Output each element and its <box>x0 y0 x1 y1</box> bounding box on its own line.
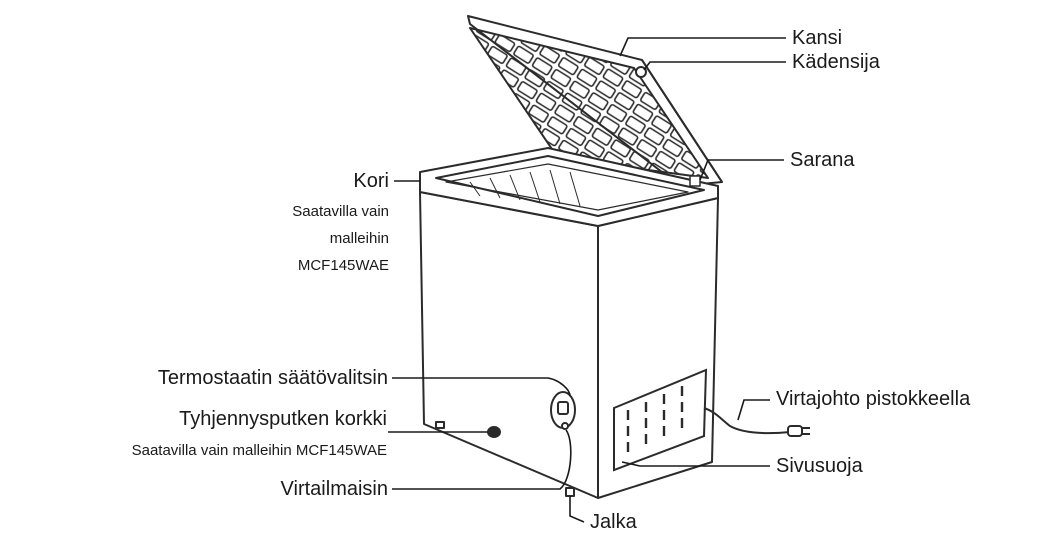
leader-foot <box>569 496 585 523</box>
leader-power-light <box>392 429 572 490</box>
lid-edge <box>641 59 723 183</box>
side-guard <box>613 368 708 472</box>
label-drain-cap: Tyhjennysputken korkki <box>179 408 387 430</box>
label-lid: Kansi <box>792 27 843 49</box>
label-power-cord: Virtajohto pistokkeella <box>776 388 971 410</box>
leader-cord <box>737 399 770 421</box>
label-power-light: Virtailmaisin <box>280 478 388 500</box>
label-drain-note: Saatavilla vain malleihin MCF145WAE <box>131 442 387 459</box>
cabinet-opening <box>435 155 705 217</box>
drain-cap <box>487 426 501 438</box>
label-thermostat: Termostaatin säätövalitsin <box>157 367 388 389</box>
label-basket-note-2: malleihin <box>329 230 389 247</box>
lid <box>467 15 723 187</box>
leader-lid <box>619 37 786 57</box>
label-basket: Kori <box>353 170 389 192</box>
leader-side-guard <box>621 461 770 467</box>
leader-lines <box>388 37 786 523</box>
controls <box>487 391 576 438</box>
label-side-guard: Sivusuoja <box>776 455 863 477</box>
power-cord <box>703 407 810 437</box>
lid-panel <box>469 27 709 179</box>
power-light <box>561 422 569 430</box>
label-basket-note-1: Saatavilla vain <box>292 203 389 220</box>
leader-handle <box>643 61 786 71</box>
label-basket-note-3: MCF145WAE <box>297 257 389 274</box>
cabinet-opening-inner <box>445 163 689 211</box>
label-foot: Jalka <box>590 511 637 533</box>
foot-front <box>565 487 575 497</box>
hinge <box>689 175 701 187</box>
label-hinge: Sarana <box>790 149 855 171</box>
leader-thermostat <box>392 377 571 397</box>
foot-left <box>435 421 445 429</box>
leader-hinge <box>699 159 784 181</box>
label-handle: Kädensija <box>792 51 880 73</box>
